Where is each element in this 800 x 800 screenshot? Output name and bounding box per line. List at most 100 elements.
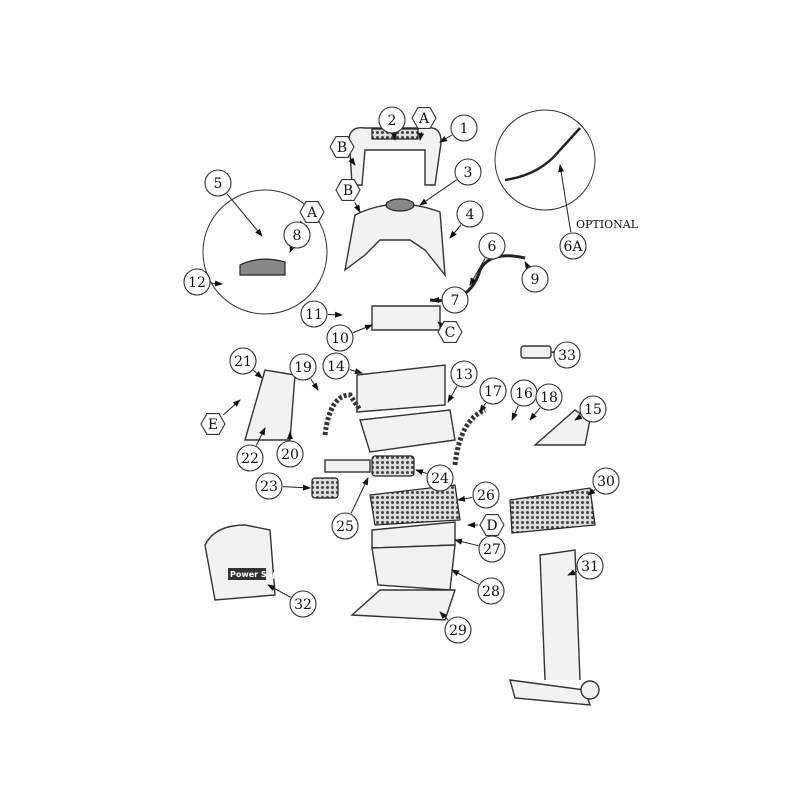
optional-detail-circle [494, 109, 596, 211]
callout-circle [477, 577, 505, 605]
callout-36: 27 [454, 535, 506, 563]
callout-13: 7 [431, 286, 469, 314]
callout-circle [479, 377, 507, 405]
caddy-31 [509, 549, 592, 706]
callout-circle [478, 232, 506, 260]
impeller-cap [385, 198, 415, 212]
callout-circle [183, 268, 211, 296]
callout-circle [236, 444, 264, 472]
callout-12: 12 [183, 268, 223, 296]
parts-illustration: Power Supply [202, 109, 600, 706]
leader-arrow [419, 179, 457, 206]
callout-11: 9 [521, 261, 549, 293]
callout-circle [478, 535, 506, 563]
callout-label: 18 [540, 390, 558, 406]
callout-circle [283, 221, 311, 249]
callout-circle [535, 383, 563, 411]
filter-30 [509, 487, 596, 534]
callout-label: D [486, 518, 497, 534]
track-left [322, 392, 363, 436]
callout-circle [559, 232, 587, 260]
brush-roller-23 [311, 477, 339, 499]
callout-label: 2 [388, 113, 397, 129]
leader-arrow [415, 469, 427, 476]
callout-circle [441, 286, 469, 314]
callout-29: 20 [276, 431, 304, 468]
callout-35: D [467, 514, 505, 536]
callout-25: 18 [529, 383, 563, 421]
leader-arrow [348, 157, 356, 166]
power-supply-body [204, 524, 276, 601]
brush-roller-24 [371, 455, 415, 477]
callout-circle [289, 353, 317, 381]
optional-label: OPTIONAL [576, 218, 639, 231]
callout-15: 10 [326, 324, 373, 352]
leader-arrow [447, 385, 458, 403]
callout-circle [300, 300, 328, 328]
callout-label: C [445, 325, 456, 341]
callout-circle [276, 440, 304, 468]
motor-unit-part [371, 305, 441, 331]
callout-label: 19 [294, 360, 312, 376]
callout-label: 22 [241, 451, 259, 467]
callout-label: 23 [260, 479, 278, 495]
callout-label: 32 [294, 597, 312, 613]
callout-5: B [335, 179, 361, 213]
callout-hexagon [335, 179, 361, 201]
callout-label: 3 [464, 165, 473, 181]
callout-label: A [418, 111, 430, 127]
callout-14: 11 [300, 300, 343, 328]
roller-axle [324, 459, 371, 473]
callout-31: 23 [255, 472, 311, 500]
filter-bag-28 [371, 544, 456, 591]
leader-arrow [529, 407, 541, 421]
callout-label: 25 [336, 519, 354, 535]
leader-arrow [449, 224, 462, 239]
leader-arrow [253, 369, 263, 379]
callout-label: 6 [488, 239, 497, 255]
callout-label: A [306, 205, 318, 221]
callout-19: 21 [229, 347, 263, 379]
callout-circle [576, 552, 604, 580]
handle-part [348, 126, 442, 186]
leader-arrow [354, 202, 361, 213]
bottom-lid-29 [350, 589, 456, 621]
callout-circle [255, 472, 283, 500]
callout-label: 1 [460, 121, 469, 137]
callout-label: 17 [484, 384, 502, 400]
callout-label: 11 [305, 307, 323, 323]
callout-hexagon [329, 136, 355, 158]
callout-circle [444, 616, 472, 644]
callout-circle [454, 158, 482, 186]
filter-26 [369, 484, 461, 526]
leader-arrow [349, 368, 363, 375]
leader-arrow [282, 484, 311, 491]
leader-arrow [267, 584, 291, 598]
callout-33: 26 [457, 481, 500, 509]
callout-18: 33 [551, 341, 581, 369]
callout-2: A [411, 107, 437, 141]
callout-39: 31 [567, 552, 604, 580]
callout-37: 32 [267, 584, 317, 618]
callout-label: 14 [327, 359, 345, 375]
callout-circle [331, 512, 359, 540]
callout-circle [322, 352, 350, 380]
callout-32: 25 [331, 477, 369, 540]
callout-38: 28 [451, 569, 505, 605]
callout-circle [229, 347, 257, 375]
callout-label: 6A [563, 239, 583, 255]
leader-arrow [479, 402, 487, 413]
callout-label: 29 [449, 623, 467, 639]
leader-arrow [390, 132, 397, 141]
callout-label: 28 [482, 584, 500, 600]
callout-circle [378, 106, 406, 134]
leader-arrow [327, 311, 343, 318]
propeller-part [239, 258, 286, 276]
remote-part [520, 345, 552, 359]
callout-label: 26 [477, 488, 495, 504]
track-right [452, 407, 487, 466]
callout-circle [450, 114, 478, 142]
callout-label: 13 [455, 367, 473, 383]
leader-arrow [439, 134, 453, 143]
leader-arrow [310, 378, 319, 391]
